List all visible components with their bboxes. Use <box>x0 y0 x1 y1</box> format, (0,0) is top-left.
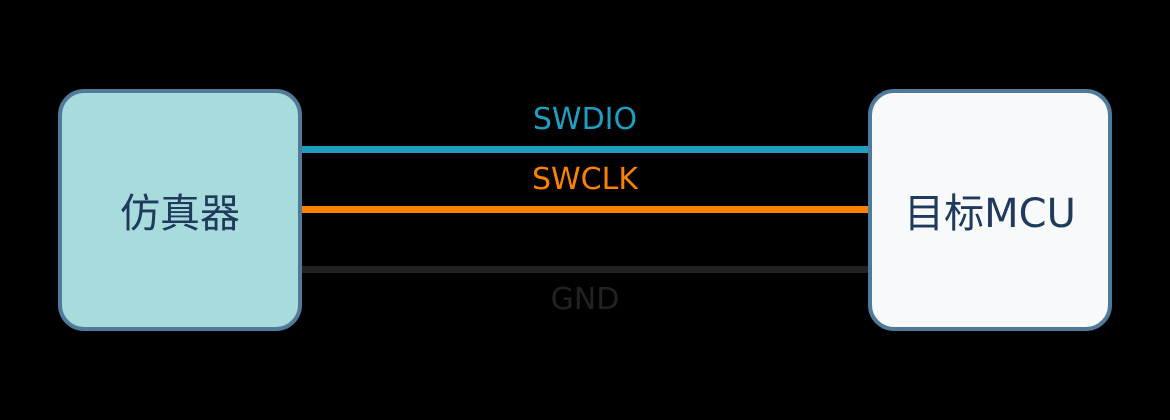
target-mcu-label: 目标MCU <box>904 191 1076 237</box>
target-mcu-box: 目标MCU <box>868 89 1112 331</box>
gnd-wire <box>302 266 868 273</box>
swdio-label: SWDIO <box>532 102 638 137</box>
gnd-label: GND <box>550 282 620 317</box>
swclk-label: SWCLK <box>531 162 639 197</box>
swdio-wire <box>302 146 868 153</box>
emulator-label: 仿真器 <box>120 191 240 237</box>
swclk-wire <box>302 206 868 213</box>
emulator-box: 仿真器 <box>58 89 302 331</box>
